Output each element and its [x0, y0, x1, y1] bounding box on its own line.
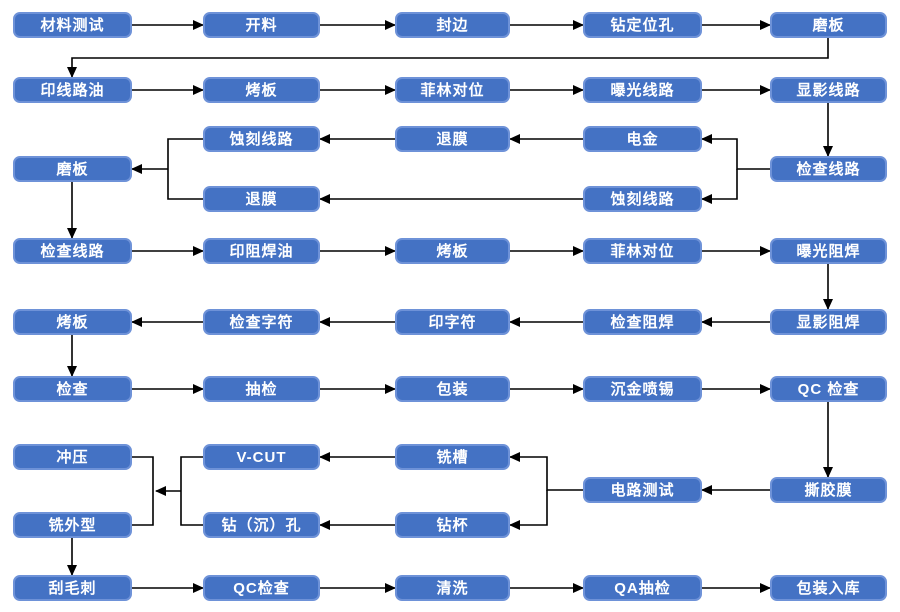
flow-node-edge-sealing: 封边	[395, 12, 510, 38]
flow-node-inspect-circuit-2: 检查线路	[13, 238, 132, 264]
flow-node-cutting: 开料	[203, 12, 320, 38]
flow-node-develop-solder-mask: 显影阻焊	[770, 309, 887, 335]
flow-node-baking-1: 烤板	[203, 77, 320, 103]
flow-node-print-solder-mask-oil: 印阻焊油	[203, 238, 320, 264]
flow-edge-v-cut-to-merge-junction-bottom	[180, 456, 203, 491]
flow-node-drill-locating-holes: 钻定位孔	[583, 12, 702, 38]
flow-edge-strip-film-b-to-merge-junction-left	[167, 169, 203, 200]
flow-node-rout-outline: 铣外型	[13, 512, 132, 538]
flow-node-inspect-solder-mask: 检查阻焊	[583, 309, 702, 335]
flow-node-immersion-gold-hasl: 沉金喷锡	[583, 376, 702, 402]
flow-node-strip-film-a: 退膜	[395, 126, 510, 152]
flow-node-print-circuit-oil: 印线路油	[13, 77, 132, 103]
flow-node-print-legend: 印字符	[395, 309, 510, 335]
flow-edge-inspect-circuit-1-to-gold-plating	[701, 134, 770, 170]
flow-node-etch-circuit-b: 蚀刻线路	[583, 186, 702, 212]
flow-node-baking-3: 烤板	[13, 309, 132, 335]
flow-node-strip-film-b: 退膜	[203, 186, 320, 212]
flow-node-electrical-test: 电路测试	[583, 477, 702, 503]
flow-edge-etch-circuit-a-to-merge-junction-left	[167, 138, 203, 169]
flow-node-qc-inspection-2: QC检查	[203, 575, 320, 601]
flow-node-rout-slot: 铣槽	[395, 444, 510, 470]
flow-node-sampling-inspection: 抽检	[203, 376, 320, 402]
flow-node-expose-solder-mask: 曝光阻焊	[770, 238, 887, 264]
flow-node-film-alignment-2: 菲林对位	[583, 238, 702, 264]
flow-node-develop-circuit: 显影线路	[770, 77, 887, 103]
flow-node-board-grinding-2: 磨板	[13, 156, 132, 182]
flow-node-etch-circuit-a: 蚀刻线路	[203, 126, 320, 152]
flow-node-packing-warehousing: 包装入库	[770, 575, 887, 601]
flow-edge-electrical-test-to-rout-slot	[509, 452, 583, 491]
flow-node-gold-plating: 电金	[583, 126, 702, 152]
flow-edge-electrical-test-to-drill-cup	[509, 490, 548, 530]
flow-node-inspect: 检查	[13, 376, 132, 402]
flow-edge-drill-countersink-holes-to-merge-junction-bottom	[180, 491, 203, 526]
flow-node-qc-inspection-1: QC 检查	[770, 376, 887, 402]
flow-edges	[67, 20, 833, 593]
flow-edge-inspect-circuit-1-to-etch-circuit-b	[701, 169, 738, 204]
flow-edge-board-grinding-1-to-print-circuit-oil	[67, 38, 829, 78]
flow-node-expose-circuit: 曝光线路	[583, 77, 702, 103]
flow-edge-punching-outline-bracket-to-punching-and-rout-outline	[132, 456, 154, 526]
flow-node-inspect-circuit-1: 检查线路	[770, 156, 887, 182]
flow-node-packaging: 包装	[395, 376, 510, 402]
flow-node-inspect-legend: 检查字符	[203, 309, 320, 335]
flow-node-deburring: 刮毛刺	[13, 575, 132, 601]
flow-node-punching: 冲压	[13, 444, 132, 470]
flow-node-qa-sampling: QA抽检	[583, 575, 702, 601]
flow-node-board-grinding-1: 磨板	[770, 12, 887, 38]
flow-node-material-test: 材料测试	[13, 12, 132, 38]
flow-node-peel-film: 撕胶膜	[770, 477, 887, 503]
flow-node-v-cut: V-CUT	[203, 444, 320, 470]
flow-node-baking-2: 烤板	[395, 238, 510, 264]
flow-node-drill-countersink-holes: 钻（沉）孔	[203, 512, 320, 538]
flow-node-film-alignment-1: 菲林对位	[395, 77, 510, 103]
flow-node-drill-cup: 钻杯	[395, 512, 510, 538]
flow-node-cleaning: 清洗	[395, 575, 510, 601]
